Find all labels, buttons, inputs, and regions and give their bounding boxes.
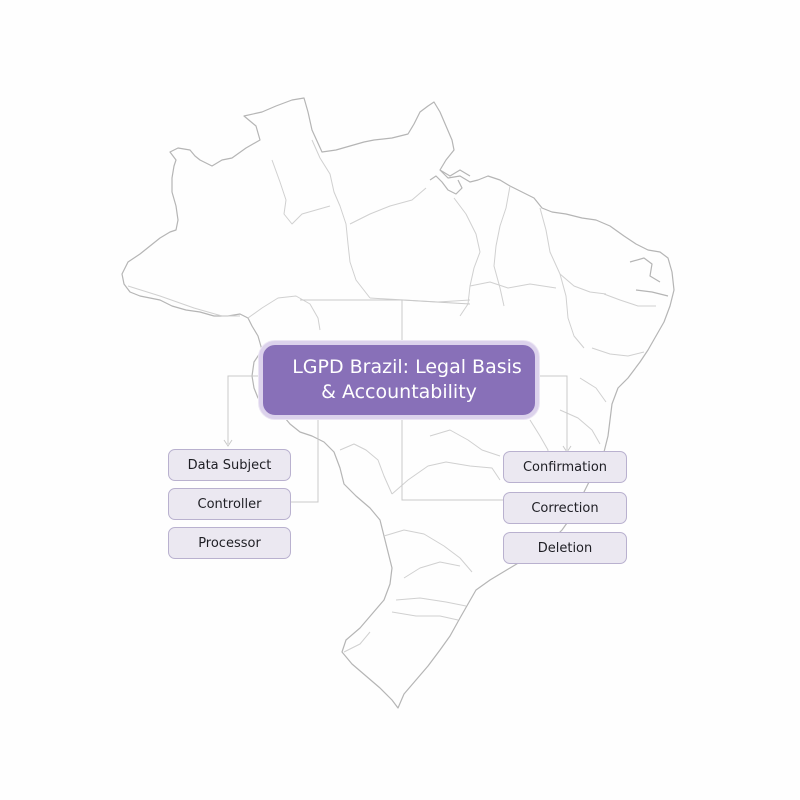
node-deletion: Deletion (503, 532, 627, 564)
node-label: Confirmation (522, 459, 608, 475)
node-label: Data Subject (187, 457, 272, 473)
central-title-node: LGPD Brazil: Legal Basis & Accountabilit… (259, 341, 539, 419)
node-confirmation: Confirmation (503, 451, 627, 483)
node-correction: Correction (503, 492, 627, 524)
node-processor: Processor (168, 527, 291, 559)
state-borders (127, 139, 656, 653)
connector-lines (223, 299, 572, 503)
node-label: Deletion (537, 540, 593, 556)
node-controller: Controller (168, 488, 291, 520)
node-label: Controller (197, 496, 262, 512)
node-data-subject: Data Subject (168, 449, 291, 481)
title-line-2: & Accountability (321, 381, 477, 403)
node-label: Correction (531, 500, 599, 516)
node-label: Processor (198, 535, 261, 551)
title-line-1: LGPD Brazil: Legal Basis (292, 356, 522, 378)
